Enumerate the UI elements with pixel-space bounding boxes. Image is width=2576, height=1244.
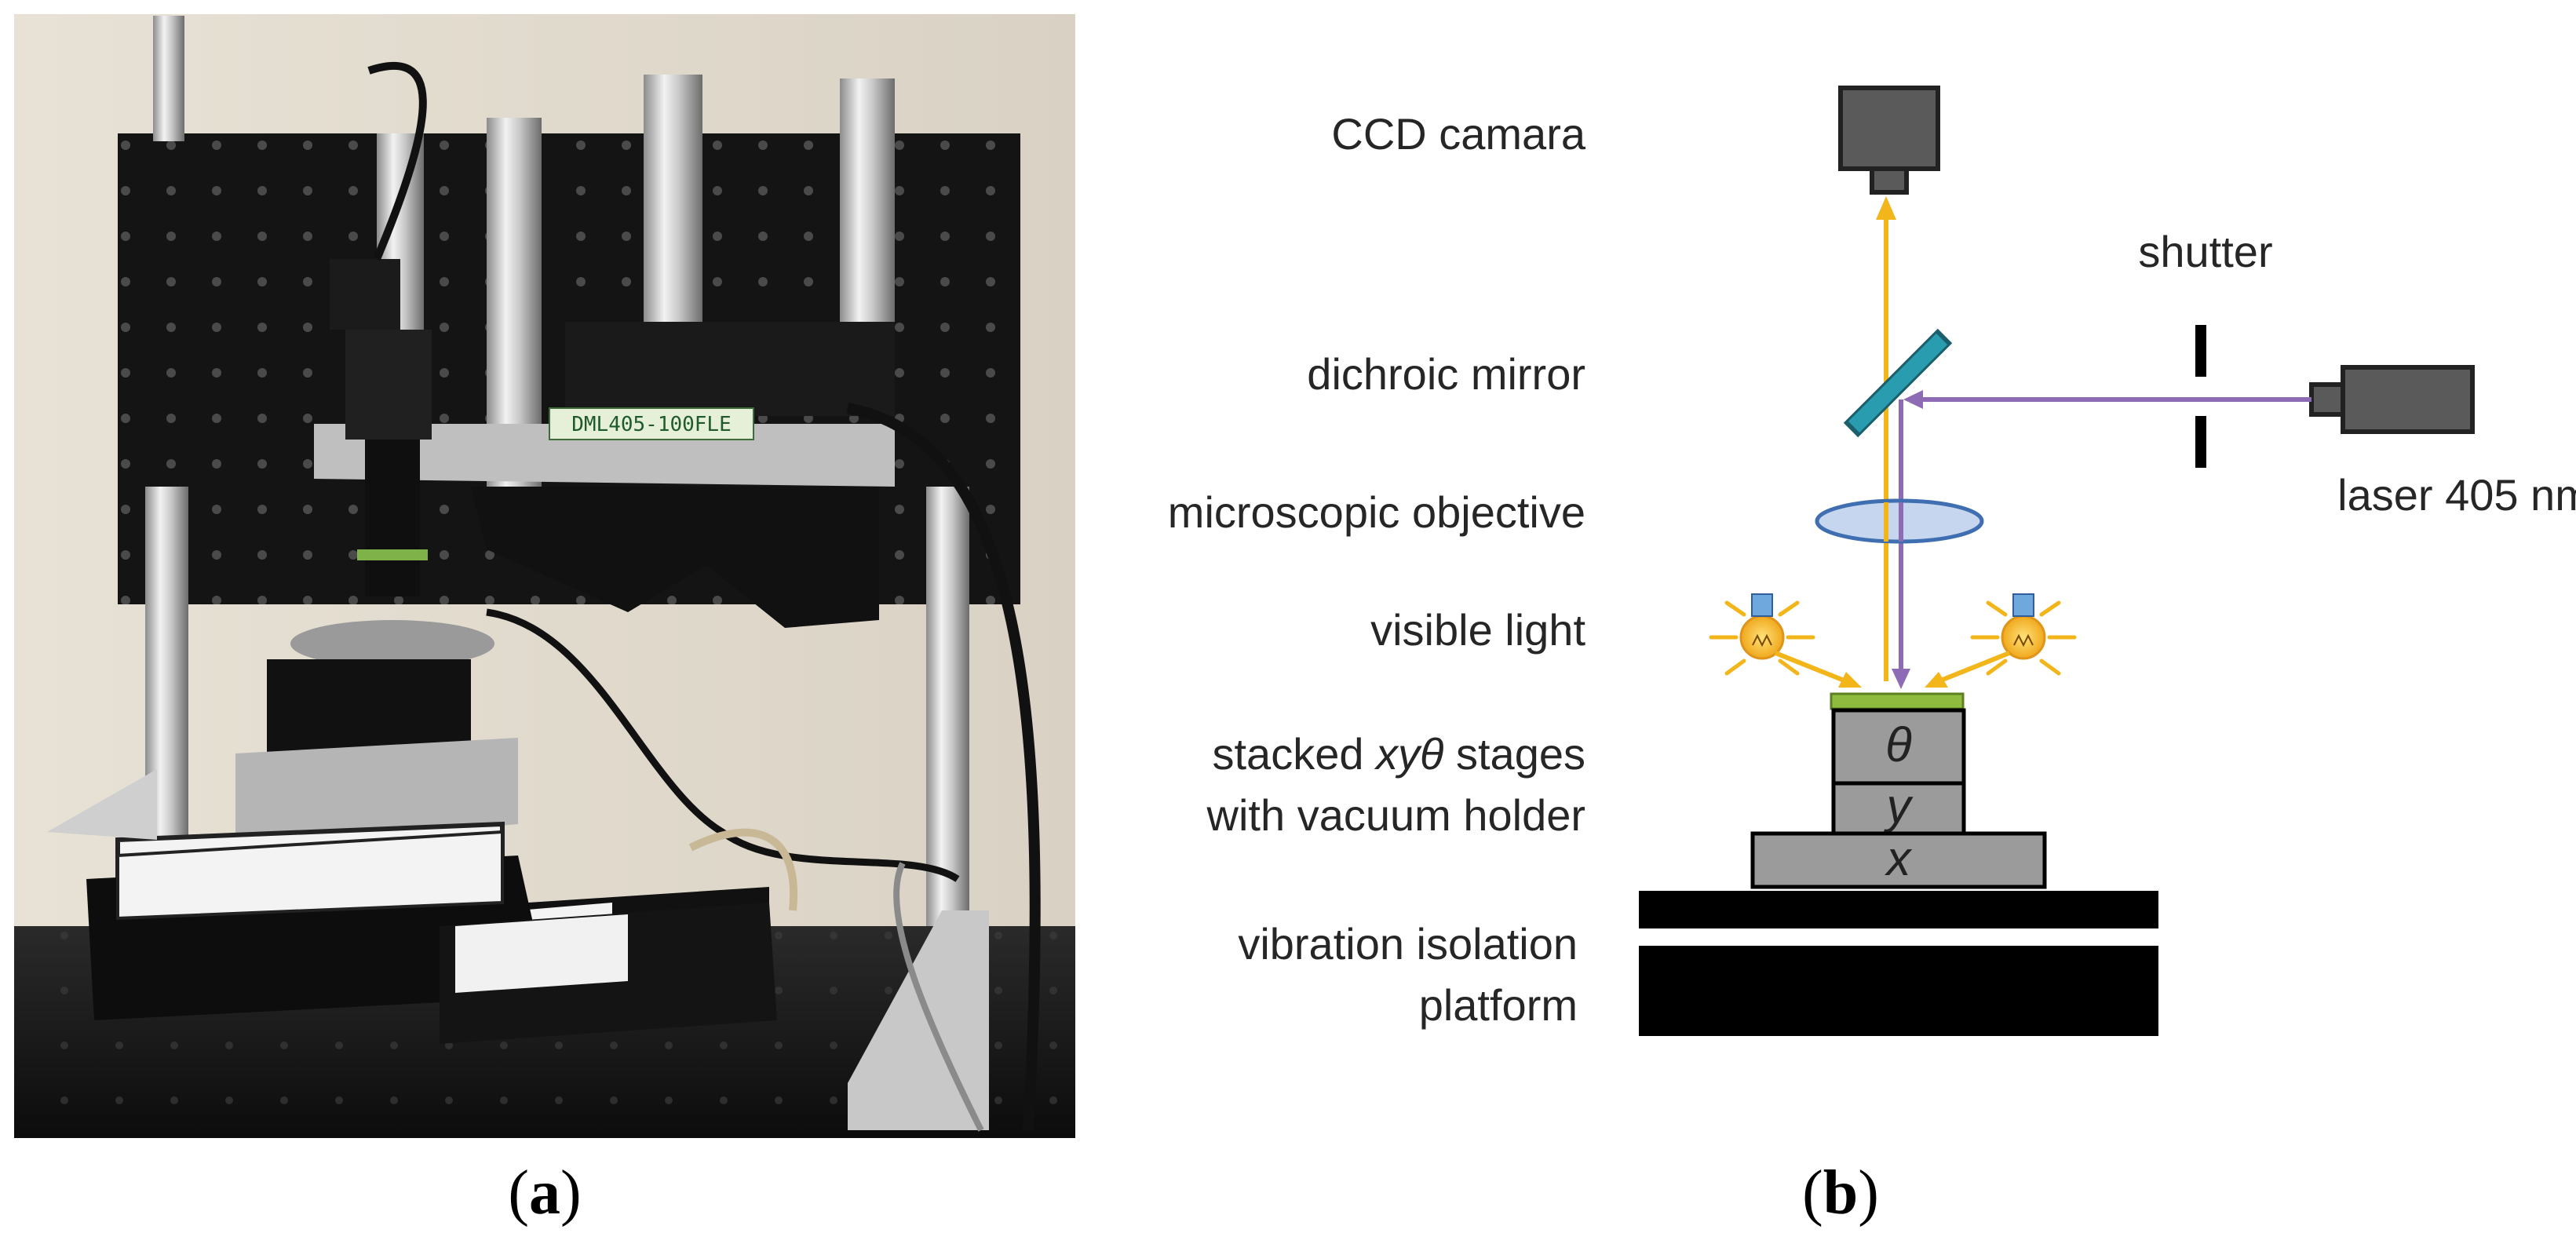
laser-beam [1892, 390, 2311, 689]
foot-bracket-left [47, 769, 157, 840]
camera-body [330, 259, 400, 330]
x-stage-letter: x [1885, 832, 1913, 886]
visible-beam [1876, 196, 1896, 681]
optics-cube [345, 330, 432, 440]
label-microscopic-objective: microscopic objective [1168, 487, 1585, 537]
light-bulb-icon-left [1709, 593, 1815, 676]
label-laser: laser 405 nm [2337, 470, 2576, 520]
light-bulb-icon-right [1970, 593, 2077, 676]
laser-icon [2309, 365, 2475, 434]
label-ccd-camera: CCD camara [1331, 109, 1585, 159]
label-visible-light: visible light [1370, 605, 1585, 655]
mount-brackets [471, 487, 879, 628]
label-shutter: shutter [2138, 227, 2272, 276]
isolation-platform-top [1639, 891, 2158, 928]
label-platform: platform [1419, 980, 1578, 1030]
shutter-icon [2195, 325, 2206, 468]
ccd-camera-icon [1838, 86, 1940, 195]
label-stages: stacked xyθ stages [1212, 729, 1585, 779]
label-strip [549, 407, 754, 440]
sample-holder [1830, 692, 1965, 710]
laser-mount [565, 322, 895, 416]
objective-tube [365, 440, 420, 596]
photo-panel-a: DML405-100FLE [14, 14, 1075, 1138]
illumination-rays [1774, 651, 2011, 688]
rotation-stage [290, 620, 494, 667]
y-stage [235, 738, 518, 848]
schematic-panel-b: CCD camara dichroic mirror microscopic o… [1168, 86, 2576, 1036]
label-strip-text: DML405-100FLE [571, 413, 732, 436]
theta-stage-letter: θ [1885, 718, 1912, 772]
y-stage-letter: y [1884, 779, 1914, 834]
isolation-platform-base [1639, 946, 2158, 1036]
camera-cable [367, 61, 427, 261]
label-vibration-isolation: vibration isolation [1238, 919, 1578, 969]
y-stage [1831, 781, 1966, 836]
caption-a: (a) [508, 1158, 581, 1228]
laser-cable [846, 403, 1041, 1131]
x-stage [1750, 831, 2047, 889]
label-dichroic-mirror: dichroic mirror [1307, 349, 1585, 399]
caption-b: (b) [1802, 1158, 1879, 1228]
label-vacuum-holder: with vacuum holder [1206, 790, 1585, 840]
